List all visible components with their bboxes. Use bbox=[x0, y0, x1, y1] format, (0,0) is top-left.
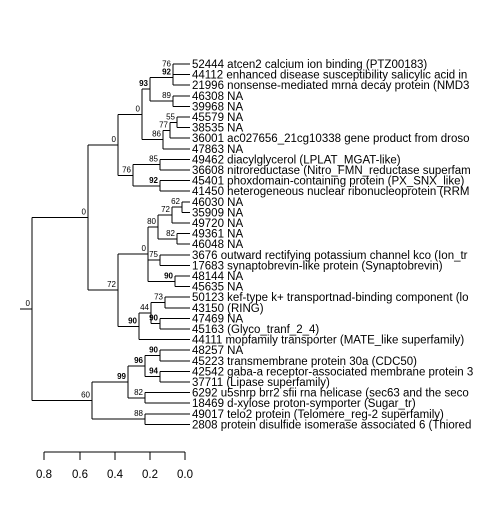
bootstrap-value: 76 bbox=[122, 165, 131, 174]
leaf-label: 3676 outward rectifying potassium channe… bbox=[192, 250, 468, 262]
leaf-label: 45401 phoxdomain-containing protein (PX_… bbox=[192, 176, 465, 188]
bootstrap-value: 62 bbox=[171, 197, 180, 206]
leaf-label: 35909 NA bbox=[192, 207, 243, 219]
bootstrap-value: 44 bbox=[140, 303, 149, 312]
bootstrap-value: 99 bbox=[117, 372, 126, 381]
axis-tick-label: 0.4 bbox=[107, 469, 124, 481]
leaf-label: 48257 NA bbox=[192, 345, 243, 357]
bootstrap-value: 0 bbox=[82, 208, 87, 217]
leaf-label: 47469 NA bbox=[192, 313, 243, 325]
bootstrap-value: 90 bbox=[149, 346, 158, 355]
leaf-label: 46308 NA bbox=[192, 91, 243, 103]
leaf-label: 17683 synaptobrevin-like protein (Synapt… bbox=[192, 260, 443, 272]
leaf-label: 49720 NA bbox=[192, 218, 243, 230]
axis-tick-label: 0.8 bbox=[36, 469, 52, 481]
leaf-label: 43150 (RING) bbox=[192, 303, 264, 315]
bootstrap-value: 0 bbox=[112, 135, 117, 144]
leaf-label: 52444 atcen2 calcium ion binding (PTZ001… bbox=[192, 59, 427, 71]
leaf-label: 49462 diacylglycerol (LPLAT_MGAT-like) bbox=[192, 154, 401, 166]
bootstrap-value: 0 bbox=[136, 104, 141, 113]
leaf-label: 49017 telo2 protein (Telomere_reg-2 supe… bbox=[192, 409, 444, 421]
leaf-label: 41450 heterogeneous nuclear ribonucleopr… bbox=[192, 186, 469, 198]
distance-axis: 0.8 0.6 0.4 0.2 0.0 bbox=[36, 451, 193, 481]
bootstrap-value: 82 bbox=[166, 229, 175, 238]
leaf-label: 48144 NA bbox=[192, 271, 243, 283]
bootstrap-value: 93 bbox=[139, 79, 148, 88]
leaf-label: 46048 NA bbox=[192, 239, 243, 251]
leaf-label: 45635 NA bbox=[192, 282, 243, 294]
axis-tick-label: 0.2 bbox=[142, 469, 158, 481]
leaf-label: 46030 NA bbox=[192, 197, 243, 209]
leaf-label: 21996 nonsense-mediated mrna decay prote… bbox=[192, 80, 469, 92]
bootstrap-value: 88 bbox=[134, 409, 143, 418]
leaf-label: 2808 protein disulfide isomerase associa… bbox=[192, 419, 471, 431]
leaf-labels: 52444 atcen2 calcium ion binding (PTZ001… bbox=[192, 59, 473, 431]
axis-tick-label: 0.0 bbox=[177, 469, 193, 481]
leaf-label: 38535 NA bbox=[192, 123, 243, 135]
bootstrap-value: 89 bbox=[162, 91, 171, 100]
tree-branches bbox=[20, 63, 190, 425]
bootstrap-value: 76 bbox=[162, 59, 171, 68]
leaf-label: 36608 nitroreductase (Nitro_FMN_reductas… bbox=[192, 165, 471, 177]
bootstrap-value: 96 bbox=[134, 356, 143, 365]
leaf-label: 36001 ac027656_21cg10338 gene product fr… bbox=[192, 133, 470, 145]
bootstrap-value: 86 bbox=[152, 130, 161, 139]
leaf-label: 50123 kef-type k+ transportnad-binding c… bbox=[192, 292, 469, 304]
bootstrap-value: 73 bbox=[154, 293, 163, 302]
bootstrap-value: 60 bbox=[81, 391, 90, 400]
leaf-label: 42542 gaba-a receptor-associated membran… bbox=[192, 366, 473, 378]
leaf-label: 44112 enhanced disease susceptibility sa… bbox=[192, 70, 467, 82]
bootstrap-value: 82 bbox=[134, 388, 143, 397]
leaf-label: 39968 NA bbox=[192, 101, 243, 113]
leaf-label: 6292 u5snrp brr2 sfii rna helicase (sec6… bbox=[192, 388, 469, 400]
bootstrap-value: 94 bbox=[149, 367, 158, 376]
leaf-label: 47863 NA bbox=[192, 144, 243, 156]
bootstrap-value: 92 bbox=[162, 67, 171, 76]
leaf-label: 18469 d-xylose proton-symporter (Sugar_t… bbox=[192, 398, 416, 410]
leaf-label: 44111 mopfamily transporter (MATE_like s… bbox=[192, 335, 464, 347]
bootstrap-labels: 7692899355778608592760627282807590073904… bbox=[26, 59, 181, 418]
leaf-label: 45223 transmembrane protein 30a (CDC50) bbox=[192, 356, 417, 368]
leaf-label: 37711 (Lipase superfamily) bbox=[192, 377, 330, 389]
bootstrap-value: 90 bbox=[149, 314, 158, 323]
bootstrap-value: 72 bbox=[107, 280, 116, 289]
bootstrap-value: 0 bbox=[142, 244, 147, 253]
axis-tick-label: 0.6 bbox=[72, 469, 88, 481]
bootstrap-value: 92 bbox=[149, 176, 158, 185]
bootstrap-value: 0 bbox=[26, 299, 31, 308]
bootstrap-value: 75 bbox=[149, 250, 158, 259]
leaf-label: 45579 NA bbox=[192, 112, 243, 124]
bootstrap-value: 90 bbox=[128, 316, 137, 325]
leaf-label: 49361 NA bbox=[192, 229, 243, 241]
leaf-label: 45163 (Glyco_tranf_2_4) bbox=[192, 324, 319, 336]
bootstrap-value: 55 bbox=[166, 112, 175, 121]
bootstrap-value: 72 bbox=[161, 205, 170, 214]
bootstrap-value: 90 bbox=[164, 271, 173, 280]
bootstrap-value: 77 bbox=[159, 120, 168, 129]
bootstrap-value: 80 bbox=[147, 217, 156, 226]
bootstrap-value: 85 bbox=[149, 155, 158, 164]
